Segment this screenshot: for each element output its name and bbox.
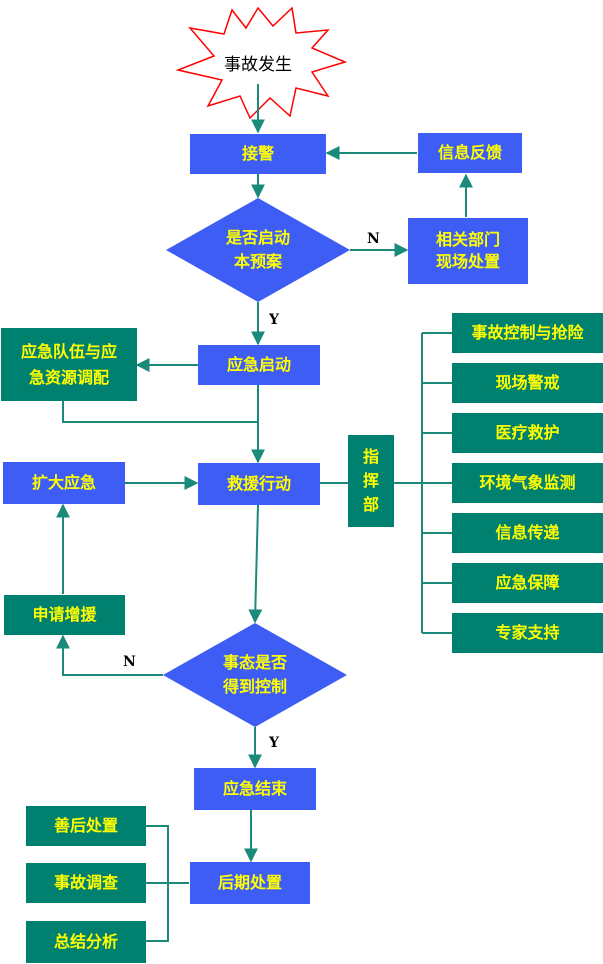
decision-activate-label: 是否启动 本预案 [225,228,290,271]
command-item-4: 环境气象监测 [452,463,603,503]
decision-controlled-label: 事态是否 得到控制 [222,653,287,696]
decision-activate-shape [166,198,350,302]
aftermath-item-2: 事故调查 [26,863,146,903]
edge-label-yes-1: Y [269,312,279,328]
edge-rescue-decision2 [248,504,263,624]
command-item-3: 医疗救护 [452,413,603,453]
start-label: 事故发生 [224,54,292,75]
edge-decision2-request [56,634,163,676]
expand-box: 扩大应急 [3,462,125,504]
feedback-box: 信息反馈 [418,133,522,173]
aftermath-box: 后期处置 [190,862,310,904]
aftermath-item-1: 善后处置 [26,806,146,846]
receive-alarm-box: 接警 [190,134,326,174]
start-burst-shape [175,6,348,120]
request-support-box: 申请增援 [4,595,125,635]
command-item-2: 现场警戒 [452,363,603,403]
command-item-7: 专家支持 [452,613,603,653]
command-item-6: 应急保障 [452,563,603,603]
command-box: 指 挥 部 [348,435,394,527]
decision-controlled-shape [163,623,347,727]
aftermath-item-3: 总结分析 [26,921,146,963]
edge-label-no-2: N [123,654,136,670]
command-item-1: 事故控制与抢险 [452,313,603,353]
edge-label-yes-2: Y [269,735,279,751]
rescue-box: 救援行动 [198,463,320,505]
dispatch-box: 应急队伍与应 急资源调配 [1,328,137,401]
edge-label-no-1: N [367,231,380,247]
related-depts-box: 相关部门 现场处置 [408,218,528,284]
emergency-start-box: 应急启动 [198,345,320,385]
edge-dispatch-rescue [62,401,258,423]
emergency-end-box: 应急结束 [194,768,316,810]
command-item-5: 信息传递 [452,513,603,553]
